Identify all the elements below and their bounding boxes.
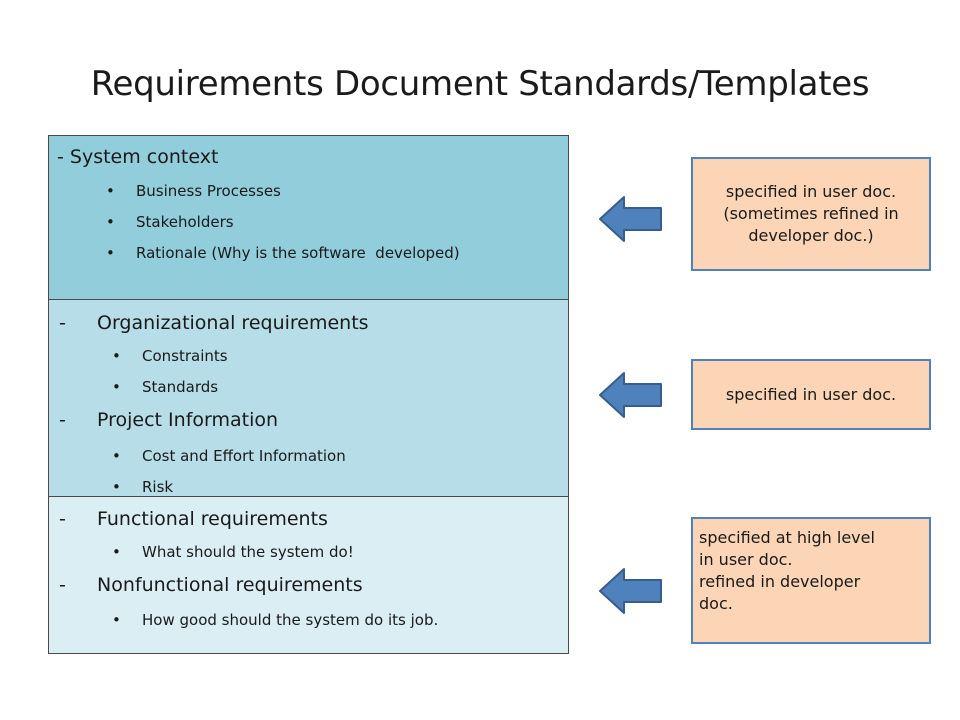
note-line: specified in user doc. [725,182,897,201]
bullet: • [112,478,121,496]
left-arrow-icon [599,196,662,242]
page-title: Requirements Document Standards/Template… [90,64,870,104]
note-line: developer doc.) [748,226,874,245]
system-context-heading: - System context [57,146,219,168]
left-arrow-icon [599,372,662,418]
bullet: • [112,347,121,365]
note-line: (sometimes refined in [723,204,899,223]
note-high-level: specified at high level in user doc. ref… [691,517,931,644]
note-user-doc-refined: specified in user doc. (sometimes refine… [691,157,931,271]
note-user-doc: specified in user doc. [691,359,931,430]
note-line: refined in developer [699,572,861,591]
bullet: • [106,244,115,262]
note-line: specified in user doc. [725,384,897,404]
note-line: doc. [699,594,733,613]
organizational-block: - Organizational requirements • Constrai… [48,300,569,497]
note-line: in user doc. [699,550,793,569]
bullet: • [112,543,121,561]
note-line: specified at high level [699,528,875,547]
bullet: • [106,213,115,231]
bullet: • [106,182,115,200]
system-context-block: - System context • Business Processes • … [48,135,569,300]
left-arrow-icon [599,568,662,614]
bullet: • [112,378,121,396]
bullet: • [112,447,121,465]
functional-block: - Functional requirements • What should … [48,497,569,654]
bullet: • [112,611,121,629]
